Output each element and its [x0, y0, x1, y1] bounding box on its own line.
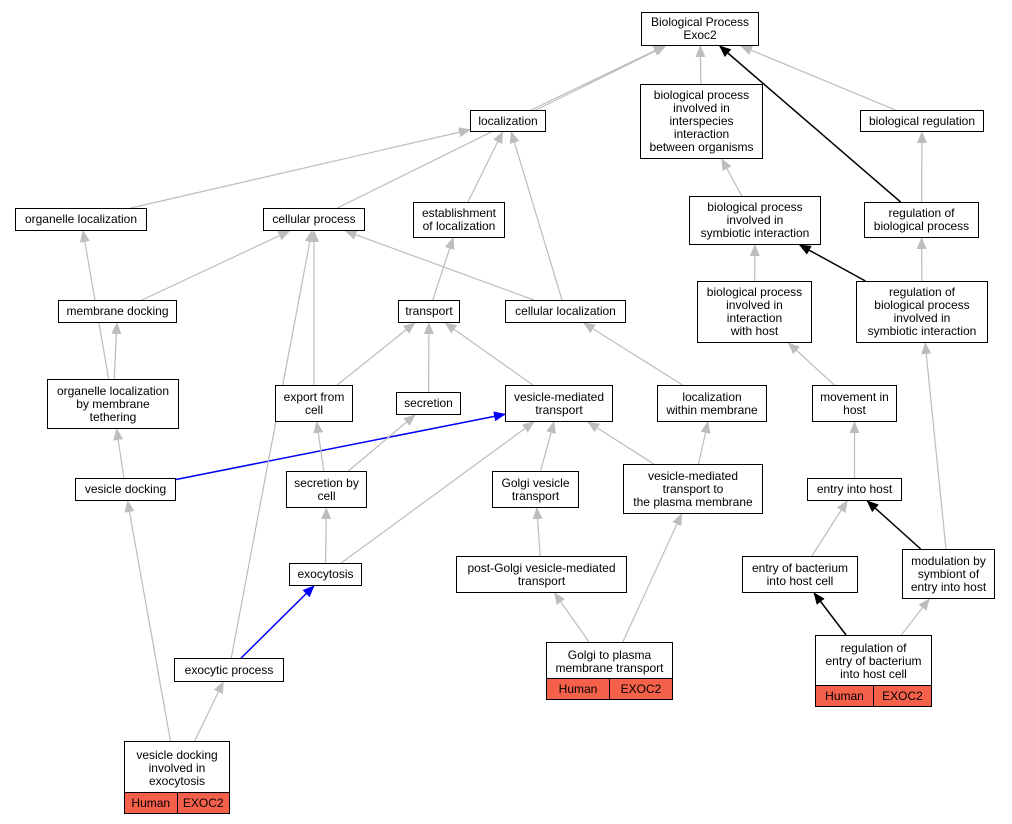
edge-is_a-establishment-of-localization-to-localization — [467, 131, 504, 203]
species-tag: Human — [547, 679, 609, 699]
edge-is_a-secretion-by-cell-to-secretion — [348, 414, 416, 472]
node-establishment-of-localization[interactable]: establishment of localization — [413, 202, 505, 238]
edge-is_a-golgi-to-plasma-to-vmt-plasma-membrane — [622, 513, 683, 643]
node-root-biological-process[interactable]: Biological Process Exoc2 — [641, 12, 759, 46]
node-bp-interspecies-interaction[interactable]: biological process involved in interspec… — [640, 84, 763, 159]
node-organelle-localization-by-membrane-tethering[interactable]: organelle localization by membrane tethe… — [47, 379, 179, 429]
edge-is_a-organelle-localization-to-localization — [130, 127, 471, 209]
annotated-node-regulation-of-entry-of-bacterium[interactable]: regulation of entry of bacterium into ho… — [815, 635, 932, 707]
edge-part_of-exocytic-process-to-exocytosis — [240, 585, 315, 659]
node-entry-into-host[interactable]: entry into host — [807, 478, 902, 501]
edge-is_a-exocytic-process-to-cellular-process — [230, 230, 315, 659]
annotated-term-label: regulation of entry of bacterium into ho… — [825, 641, 922, 681]
node-cellular-process[interactable]: cellular process — [263, 208, 365, 231]
edge-is_a-vmt-plasma-membrane-to-localization-within-membrane — [697, 421, 711, 465]
edge-is_a-golgi-vesicle-transport-to-vesicle-mediated-transport — [539, 421, 556, 472]
annotated-term-label: vesicle docking involved in exocytosis — [136, 747, 218, 788]
edge-is_a-vesicle-mediated-transport-to-transport — [444, 322, 534, 386]
edge-regulates-regulation-of-bp-to-root — [718, 45, 902, 203]
edge-is_a-cellular-localization-to-localization — [509, 131, 563, 301]
node-export-from-cell[interactable]: export from cell — [275, 385, 353, 422]
edge-is_a-exocytosis-to-secretion-by-cell — [321, 507, 332, 564]
node-vesicle-mediated-transport[interactable]: vesicle-mediated transport — [505, 385, 613, 422]
node-organelle-localization[interactable]: organelle localization — [15, 208, 147, 231]
node-secretion[interactable]: secretion — [396, 392, 461, 415]
node-localization[interactable]: localization — [470, 110, 546, 132]
edge-is_a-export-from-cell-to-transport — [336, 322, 416, 386]
gene-tag: EXOC2 — [176, 793, 229, 813]
edge-regulates-regulation-entry-bacterium-to-entry-of-bacterium — [813, 592, 847, 636]
annotated-term-label: Golgi to plasma membrane transport — [555, 647, 664, 675]
node-vesicle-docking[interactable]: vesicle docking — [75, 478, 176, 501]
edge-is_a-membrane-docking-to-cellular-process — [141, 230, 291, 301]
edge-is_a-vesicle-docking-exocytosis-to-exocytic-process — [194, 681, 224, 742]
node-exocytic-process[interactable]: exocytic process — [174, 658, 284, 682]
node-movement-in-host[interactable]: movement in host — [812, 385, 897, 422]
edge-is_a-cellular-localization-to-cellular-process — [344, 230, 535, 301]
gene-tag: EXOC2 — [609, 679, 672, 699]
node-regulation-of-biological-process[interactable]: regulation of biological process — [864, 202, 979, 238]
edge-is_a-golgi-to-plasma-to-post-golgi — [553, 592, 590, 643]
gene-tag: EXOC2 — [873, 686, 931, 706]
edge-is_a-exocytosis-to-vesicle-mediated-transport — [340, 421, 535, 564]
edge-is_a-post-golgi-to-golgi-vesicle-transport — [532, 507, 543, 557]
edge-regulates-regulation-bp-symbiotic-to-bp-symbiotic — [798, 244, 866, 282]
edge-is_a-biological-regulation-to-root — [740, 45, 896, 111]
edge-is_a-vesicle-docking-exocytosis-to-vesicle-docking — [124, 500, 172, 742]
edge-regulates-modulation-by-symbiont-to-entry-into-host — [866, 500, 922, 550]
node-biological-regulation[interactable]: biological regulation — [860, 110, 984, 132]
edge-is_a-vmt-plasma-membrane-to-vesicle-mediated-transport — [587, 421, 655, 465]
node-cellular-localization[interactable]: cellular localization — [505, 300, 626, 323]
node-transport[interactable]: transport — [398, 300, 460, 323]
edge-part_of-vesicle-docking-to-vesicle-mediated-transport — [175, 411, 506, 481]
annotated-node-vesicle-docking-involved-in-exocytosis[interactable]: vesicle docking involved in exocytosis H… — [124, 741, 230, 814]
node-modulation-by-symbiont-of-entry-into-host[interactable]: modulation by symbiont of entry into hos… — [902, 549, 995, 599]
node-localization-within-membrane[interactable]: localization within membrane — [657, 385, 767, 422]
annotated-node-golgi-to-plasma-membrane-transport[interactable]: Golgi to plasma membrane transport Human… — [546, 642, 673, 700]
node-secretion-by-cell[interactable]: secretion by cell — [286, 471, 367, 508]
edge-is_a-entry-of-bacterium-to-entry-into-host — [811, 500, 848, 557]
node-post-golgi-vesicle-mediated-transport[interactable]: post-Golgi vesicle-mediated transport — [456, 556, 627, 593]
annotation-tags: Human EXOC2 — [816, 685, 931, 706]
species-tag: Human — [816, 686, 873, 706]
edge-is_a-bp-interspecies-to-root — [695, 45, 706, 85]
edge-is_a-bp-symbiotic-to-bp-interspecies — [721, 158, 743, 197]
edge-is_a-transport-to-establishment-of-localization — [432, 237, 455, 301]
edge-is_a-modulation-by-symbiont-to-regulation-bp-symbiotic — [921, 342, 947, 550]
edge-is_a-movement-in-host-to-bp-interaction-host — [787, 342, 835, 386]
edge-is_a-organelle-localization-tethering-to-membrane-docking — [111, 322, 122, 380]
annotation-tags: Human EXOC2 — [547, 678, 672, 699]
edge-is_a-secretion-by-cell-to-export-from-cell — [313, 421, 325, 472]
node-entry-of-bacterium-into-host-cell[interactable]: entry of bacterium into host cell — [742, 556, 858, 593]
annotation-tags: Human EXOC2 — [125, 792, 229, 813]
species-tag: Human — [125, 793, 177, 813]
node-regulation-bp-symbiotic-interaction[interactable]: regulation of biological process involve… — [856, 281, 988, 343]
node-golgi-vesicle-transport[interactable]: Golgi vesicle transport — [492, 471, 579, 508]
node-exocytosis[interactable]: exocytosis — [289, 563, 362, 586]
node-bp-interaction-with-host[interactable]: biological process involved in interacti… — [697, 281, 812, 343]
edge-is_a-localization-to-root — [530, 45, 666, 111]
edge-is_a-vesicle-docking-to-organelle-localization-tethering — [113, 428, 125, 479]
edge-is_a-localization-within-membrane-to-cellular-localization — [582, 322, 683, 386]
node-vesicle-mediated-transport-to-plasma-membrane[interactable]: vesicle-mediated transport to the plasma… — [623, 464, 763, 514]
node-bp-symbiotic-interaction[interactable]: biological process involved in symbiotic… — [689, 196, 821, 245]
node-membrane-docking[interactable]: membrane docking — [58, 300, 177, 323]
edge-is_a-regulation-entry-bacterium-to-modulation-by-symbiont — [900, 598, 930, 636]
